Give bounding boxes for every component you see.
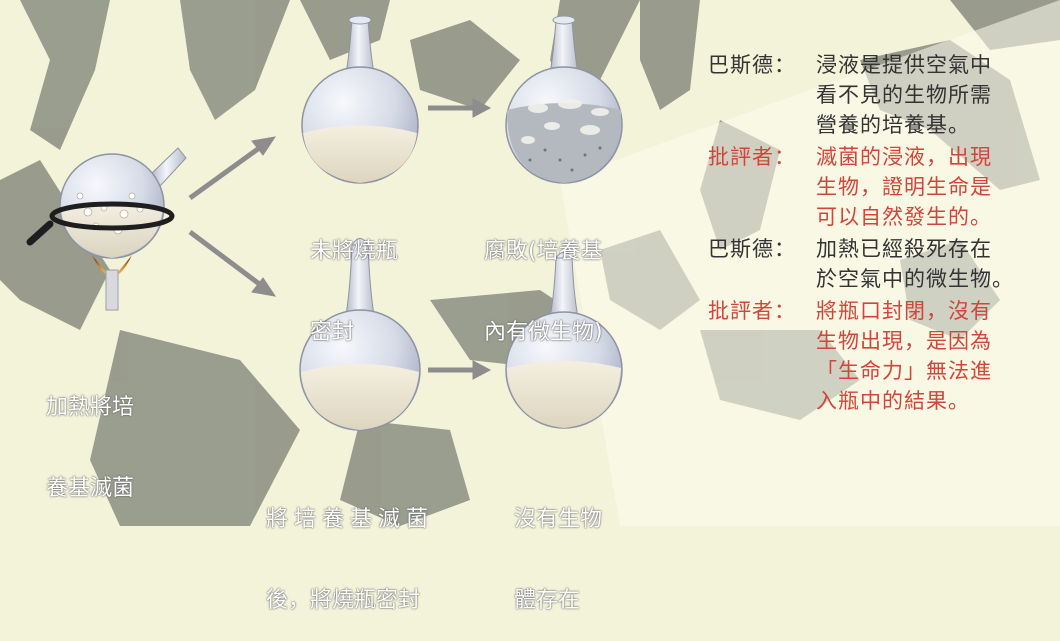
dialogue-row-pasteur-1: 巴斯德： 浸液是提供空氣中 看不見的生物所需 營養的培養基。	[708, 50, 1058, 140]
label-no-life-line-2: 體存在	[514, 588, 581, 613]
sterile-flask	[505, 251, 623, 429]
dialogue-line: 生物，證明生命是	[816, 175, 992, 199]
dialogue-line: 營養的培養基。	[816, 113, 970, 137]
label-sealed-line-1: 將培養基滅菌	[266, 507, 435, 532]
label-spoiled: 腐敗(培養基 內有微生物)	[484, 184, 603, 373]
debate-dialogue: 巴斯德： 浸液是提供空氣中 看不見的生物所需 營養的培養基。 批評者： 滅菌的浸…	[708, 50, 1058, 418]
label-sealed-line-2: 後，將燒瓶密封	[266, 588, 421, 613]
label-unsealed: 未將燒瓶 密封	[310, 184, 398, 373]
label-no-life-line-1: 沒有生物	[514, 507, 603, 532]
spoiled-flask	[505, 15, 623, 184]
dialogue-line: 入瓶中的結果。	[816, 389, 970, 413]
dialogue-line: 滅菌的浸液，出現	[816, 145, 992, 169]
speaker-critic: 批評者：	[708, 145, 796, 169]
speaker-pasteur: 巴斯德：	[708, 53, 796, 77]
arrow-to-sealed	[188, 230, 277, 297]
heated-flask	[26, 147, 187, 311]
dialogue-line: 「生命力」無法進	[816, 359, 992, 383]
dialogue-line: 可以自然發生的。	[816, 205, 992, 229]
dialogue-line: 看不見的生物所需	[816, 83, 992, 107]
arrow-to-unsealed	[188, 136, 277, 201]
label-spoiled-line-1: 腐敗(培養基	[484, 239, 603, 264]
sealed-flask	[299, 238, 421, 431]
dialogue-line: 將瓶口封閉，沒有	[816, 299, 992, 323]
label-heat-line-1: 加熱將培	[46, 395, 135, 420]
label-no-life: 沒有生物 體存在	[514, 452, 602, 641]
label-unsealed-line-1: 未將燒瓶	[310, 239, 399, 264]
dialogue-line: 浸液是提供空氣中	[816, 53, 992, 77]
arrow-sealed-to-sterile	[428, 360, 492, 380]
dialogue-line: 於空氣中的微生物。	[816, 267, 1014, 291]
label-unsealed-line-2: 密封	[310, 320, 355, 345]
dialogue-row-pasteur-2: 巴斯德： 加熱已經殺死存在 於空氣中的微生物。	[708, 234, 1058, 294]
dialogue-row-critic-2: 批評者： 將瓶口封閉，沒有 生物出現，是因為 「生命力」無法進 入瓶中的結果。	[708, 296, 1058, 416]
dialogue-row-critic-1: 批評者： 滅菌的浸液，出現 生物，證明生命是 可以自然發生的。	[708, 142, 1058, 232]
arrow-unsealed-to-spoiled	[428, 98, 492, 118]
label-sealed-after: 將培養基滅菌 後，將燒瓶密封	[266, 452, 434, 641]
diagram-canvas	[0, 0, 1060, 526]
speaker-critic: 批評者：	[708, 299, 796, 323]
speaker-pasteur: 巴斯德：	[708, 237, 796, 261]
label-spoiled-line-2: 內有微生物)	[484, 320, 603, 345]
label-heat-line-2: 養基滅菌	[46, 476, 135, 501]
unsealed-flask	[301, 15, 419, 184]
dialogue-line: 加熱已經殺死存在	[816, 237, 992, 261]
label-heat-sterilize: 加熱將培 養基滅菌	[46, 340, 134, 529]
light-triangle-highlight	[560, 0, 1060, 526]
dialogue-line: 生物出現，是因為	[816, 329, 992, 353]
